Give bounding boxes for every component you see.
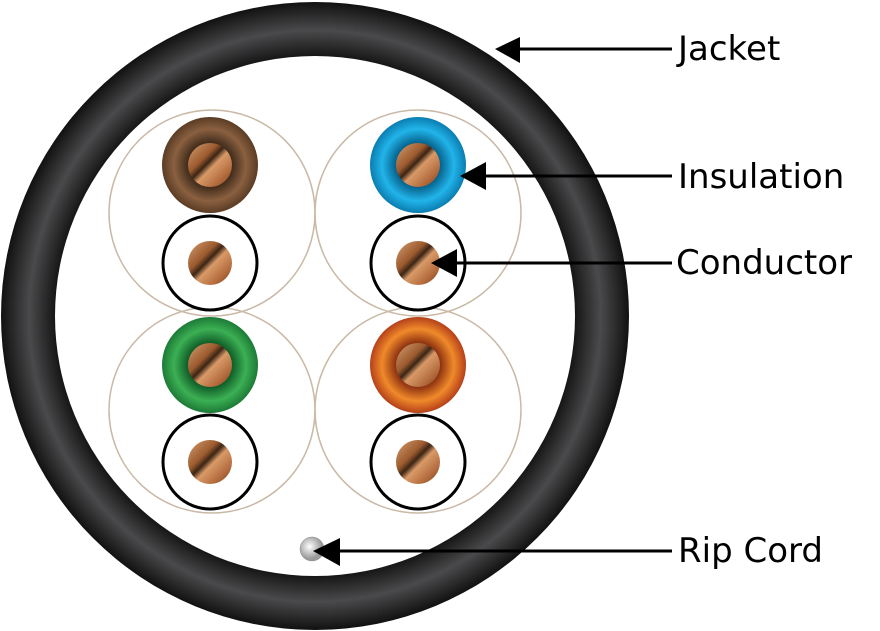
brown-pair — [161, 117, 259, 312]
insulation-arrow — [460, 162, 672, 190]
jacket — [1, 2, 629, 630]
orange-pair — [369, 317, 467, 511]
orange-white-conductor — [396, 440, 440, 484]
green-pair — [161, 317, 259, 511]
blue-white-conductor — [396, 241, 440, 285]
jacket-arrow — [495, 37, 672, 63]
rip-cord-label: Rip Cord — [678, 531, 823, 571]
conductor-label: Conductor — [676, 243, 852, 283]
green-conductor — [188, 343, 232, 387]
brown-conductor — [188, 143, 232, 187]
blue-conductor — [396, 143, 440, 187]
rip-cord-arrow — [313, 538, 672, 566]
callout-arrows — [313, 37, 672, 566]
brown-white-conductor — [188, 241, 232, 285]
orange-conductor — [396, 343, 440, 387]
pair-outline-blue — [314, 109, 522, 317]
blue-pair — [369, 117, 467, 312]
jacket-label: Jacket — [676, 29, 780, 69]
green-white-conductor — [188, 440, 232, 484]
conductor-arrow — [431, 249, 672, 277]
insulation-label: Insulation — [678, 157, 844, 197]
